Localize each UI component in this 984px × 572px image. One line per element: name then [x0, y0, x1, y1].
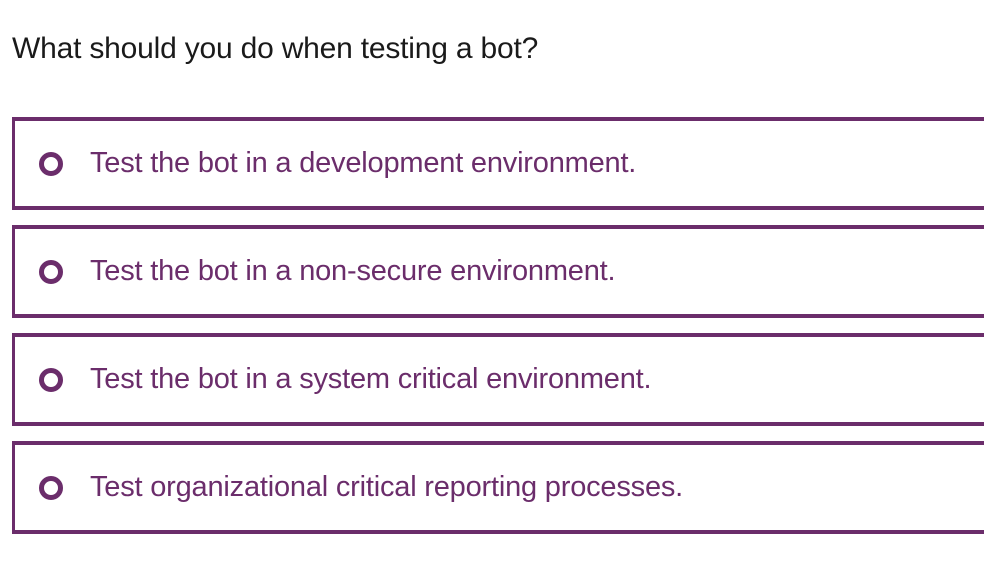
answer-option-3[interactable]: Test the bot in a system critical enviro… [12, 333, 984, 426]
radio-button-icon[interactable] [39, 259, 63, 284]
answer-option-label: Test the bot in a development environmen… [90, 147, 637, 179]
question-text: What should you do when testing a bot? [12, 32, 539, 65]
answer-option-label: Test the bot in a non-secure environment… [90, 255, 616, 287]
answer-option-2[interactable]: Test the bot in a non-secure environment… [12, 225, 984, 318]
answer-option-label: Test the bot in a system critical enviro… [90, 363, 652, 395]
answer-options: Test the bot in a development environmen… [12, 117, 984, 549]
answer-option-1[interactable]: Test the bot in a development environmen… [12, 117, 984, 210]
answer-option-4[interactable]: Test organizational critical reporting p… [12, 441, 984, 534]
radio-button-icon[interactable] [39, 475, 63, 500]
radio-button-icon[interactable] [39, 151, 63, 176]
radio-button-icon[interactable] [39, 367, 63, 392]
answer-option-label: Test organizational critical reporting p… [90, 471, 684, 503]
